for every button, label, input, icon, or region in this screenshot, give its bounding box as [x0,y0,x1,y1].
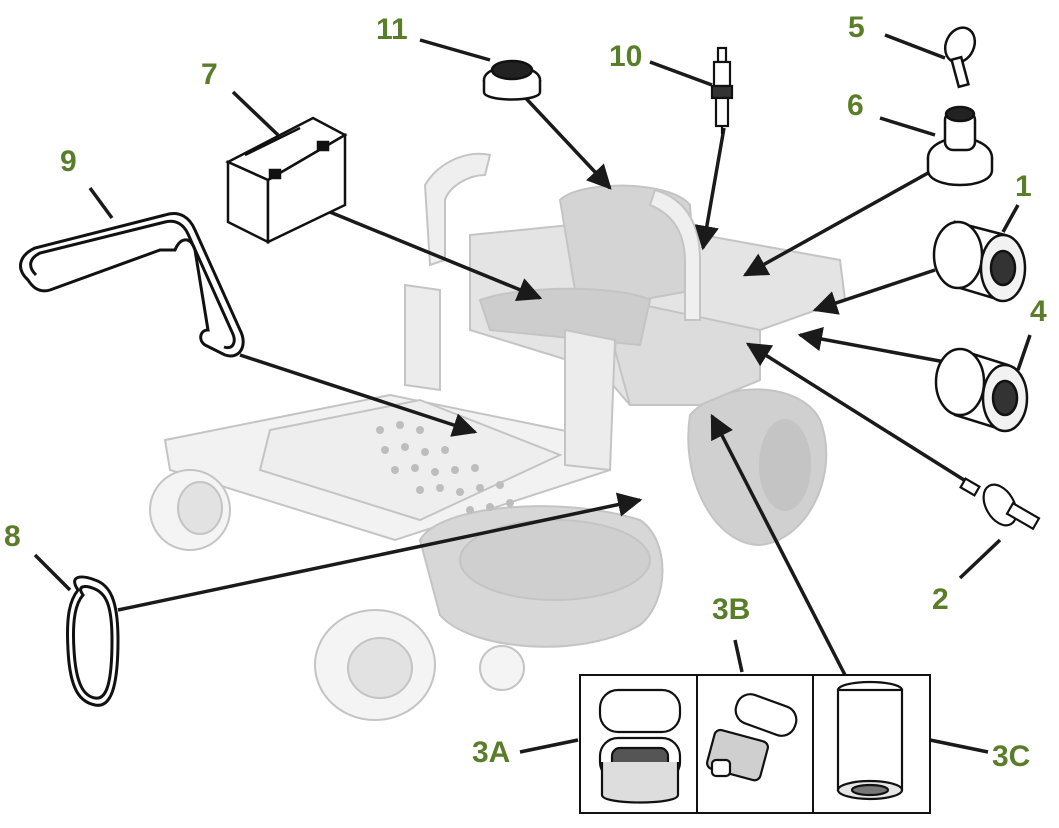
callout-6: 6 [847,89,864,122]
callout-2: 2 [932,583,949,616]
fuel-cap-icon [482,59,542,101]
callout-10: 10 [609,40,643,73]
hydraulic-filter-icon [934,347,1029,433]
battery-icon [225,116,348,245]
ignition-switch-icon [926,105,994,187]
oil-filter-icon [932,220,1027,303]
drive-belt-icon [66,575,120,707]
precleaner-icon [705,693,798,782]
callout-3a: 3A [472,736,511,769]
footrest-holes [376,421,514,514]
mower-illustration [149,152,847,721]
spark-plug-icon [710,46,734,134]
callout-3b: 3B [712,593,751,626]
callout-4: 4 [1030,295,1047,328]
callout-3c: 3C [992,740,1031,773]
leader-lines [33,33,1032,754]
air-filter-icon [598,688,682,804]
fuel-filter-icon [959,477,1041,531]
callout-11: 11 [376,13,408,46]
callout-9: 9 [60,145,77,178]
callout-8: 8 [4,520,21,553]
ignition-key-icon [943,26,977,89]
callout-7: 7 [201,58,218,91]
inner-air-filter-icon [836,680,904,801]
callout-1: 1 [1015,170,1032,203]
callout-5: 5 [848,11,865,44]
deck-belt-icon [19,212,245,358]
